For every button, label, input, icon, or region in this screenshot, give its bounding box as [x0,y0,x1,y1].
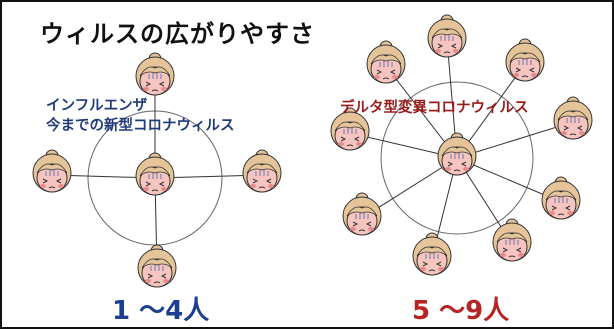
sick-person-icon [492,218,532,262]
sick-person-icon [553,96,593,140]
left-label-line2: 今までの新型コロナウィルス [46,118,235,134]
left-virus-label: インフルエンザ 今までの新型コロナウィルス [46,96,235,136]
left-spread-count: 1 〜4人 [112,296,210,326]
sick-person-icon [135,52,175,96]
right-link [456,121,574,159]
page-title: ウィルスの広がりやすさ [40,20,315,48]
sick-person-icon [412,232,452,276]
sick-person-icon [342,192,382,236]
sick-person-icon [135,152,175,196]
sick-person-icon [137,244,177,288]
sick-person-icon [505,38,545,82]
left-label-line1: インフルエンザ [46,98,148,114]
right-virus-label: デルタ型変異コロナウィルス [340,100,529,116]
sick-person-icon [366,40,406,84]
right-range-circle [380,81,534,235]
sick-person-icon [427,14,467,58]
sick-person-icon [32,149,72,193]
sick-person-icon [242,149,282,193]
sick-person-icon [330,107,370,151]
right-spread-count: 5 〜9人 [412,296,510,326]
sick-person-icon [541,176,581,220]
people-layer [32,14,593,288]
sick-person-icon [437,132,477,176]
